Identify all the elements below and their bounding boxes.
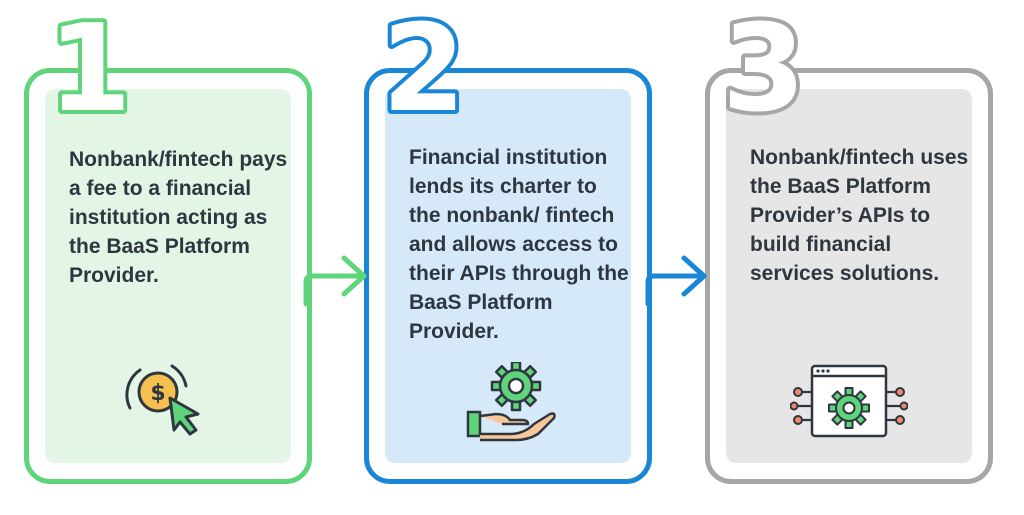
step-3-text: Nonbank/fintech uses the BaaS Platform P… (750, 146, 969, 285)
step-2-text: Financial institution lends its charter … (409, 146, 629, 343)
arrow-right-icon (645, 255, 707, 307)
api-browser-gear-icon (790, 364, 908, 438)
hand-gear-icon (466, 362, 556, 442)
step-2-number: 2 (378, 0, 470, 143)
step-3-number: 3 (718, 0, 810, 143)
step-1-text: Nonbank/fintech pays a fee to a financia… (69, 148, 288, 287)
arrow-right-icon (303, 255, 367, 307)
step-1-number: 1 (44, 0, 136, 143)
svg-text:$: $ (150, 381, 165, 406)
dollar-coin-cursor-icon: $ (125, 364, 200, 436)
svg-text:1: 1 (48, 0, 132, 139)
svg-text:3: 3 (722, 0, 806, 139)
svg-text:2: 2 (382, 0, 466, 139)
